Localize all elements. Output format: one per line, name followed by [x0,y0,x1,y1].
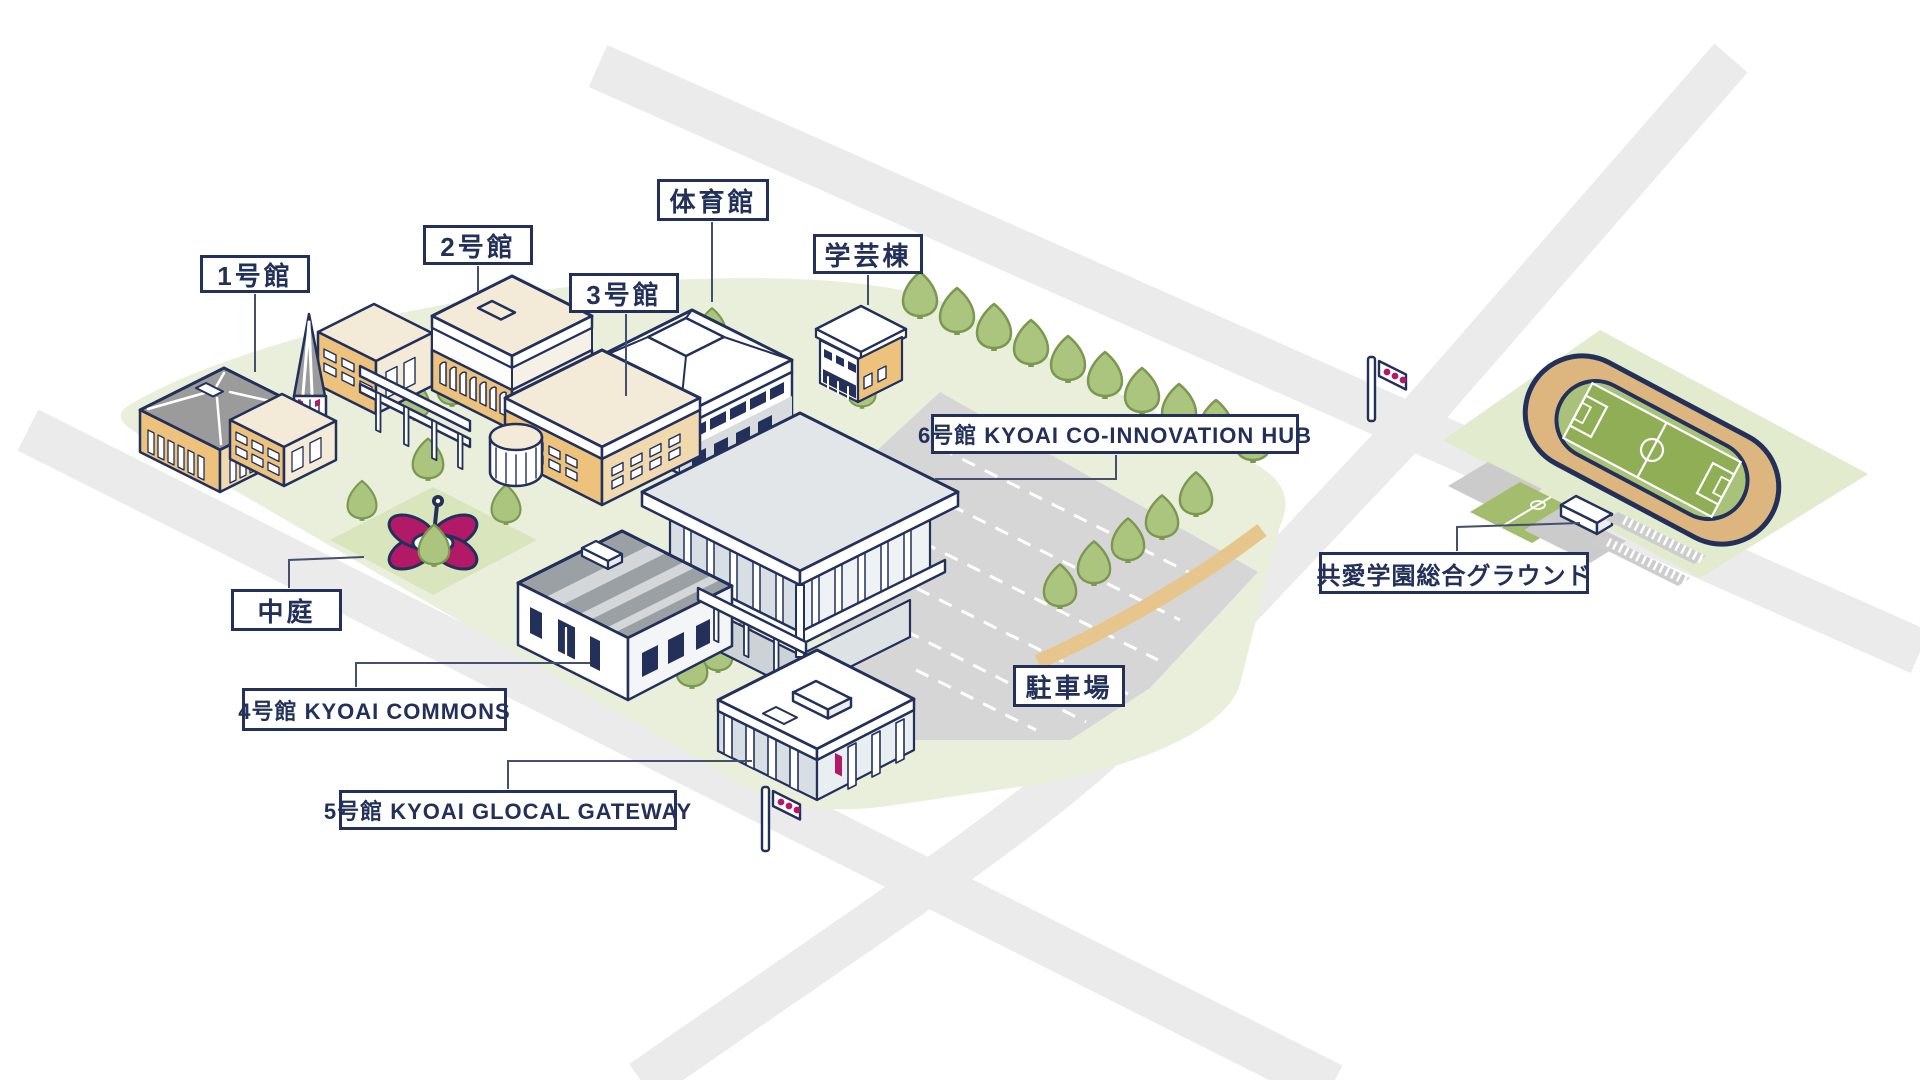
building-3[interactable] [488,348,702,507]
building-5[interactable] [716,648,916,802]
label-leader-lines [254,222,1581,789]
label-building-4[interactable]: 4号館 KYOAI COMMONS [238,688,510,731]
building-4[interactable] [516,529,734,702]
label-gym[interactable]: 体育館 [657,179,769,221]
label-ground[interactable]: 共愛学園総合グラウンド [1317,552,1591,594]
label-building-2[interactable]: 2号館 [423,225,533,265]
building-6[interactable] [640,411,960,694]
building-geigei[interactable] [814,304,908,404]
label-parking[interactable]: 駐車場 [1013,665,1125,707]
label-building-3[interactable]: 3号館 [569,273,679,313]
label-building-5[interactable]: 5号館 KYOAI GLOCAL GATEWAY [324,790,691,830]
label-courtyard[interactable]: 中庭 [231,589,342,631]
label-geigei[interactable]: 学芸棟 [813,234,923,274]
parking-side-path [1034,524,1267,669]
label-building-1[interactable]: 1号館 [200,255,310,293]
building-1[interactable] [138,302,434,494]
label-building-6[interactable]: 6号館 KYOAI CO-INNOVATION HUB [918,414,1311,454]
soccer-field [1561,381,1743,519]
athletic-ground[interactable] [1443,330,1868,586]
ground-parking-strips [1590,512,1706,586]
